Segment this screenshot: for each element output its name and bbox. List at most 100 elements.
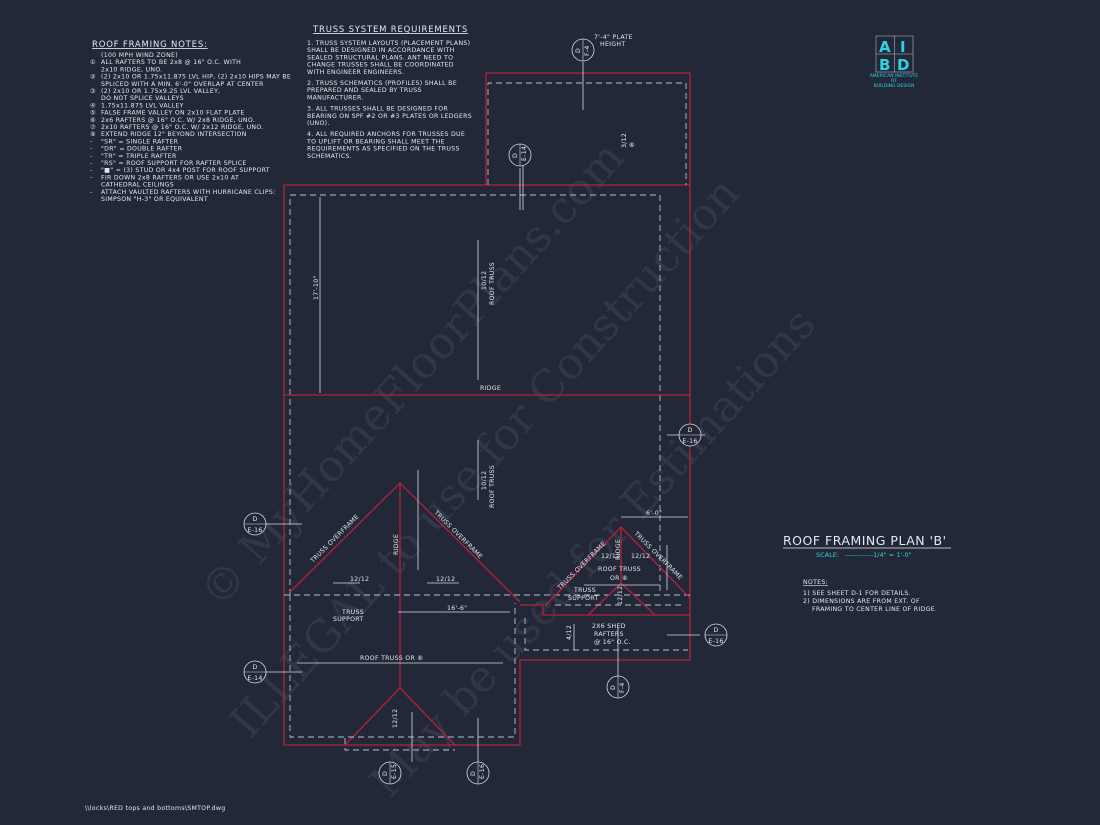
requirement-line: BEARING ON SPF #2 OR #3 PLATES OR LEDGER…	[307, 113, 472, 120]
svg-text:6'-0": 6'-0"	[646, 510, 662, 517]
note-line: "SR" = SINGLE RAFTER	[101, 138, 179, 145]
requirement-line: TO UPLIFT OR BEARING SHALL MEET THE	[306, 138, 445, 145]
svg-text:12/12: 12/12	[436, 576, 455, 583]
plan-title: ROOF FRAMING PLAN 'B'	[783, 533, 947, 548]
svg-text:D: D	[252, 516, 257, 523]
scale-label: SCALE:	[816, 551, 839, 559]
note-marker: ③	[90, 88, 96, 95]
svg-text:D: D	[897, 56, 909, 74]
note-line: 1.75x11.875 LVL VALLEY	[101, 102, 184, 109]
note-line: ALL RAFTERS TO BE 2x8 @ 16" O.C. WITH	[101, 58, 241, 66]
truss-title: TRUSS SYSTEM REQUIREMENTS	[312, 25, 468, 35]
file-path: \\locks\RED tops and bottoms\SMTOP.dwg	[85, 805, 226, 812]
note-line: 2x10 RAFTERS @ 16" O.C. W/ 2x12 RIDGE, U…	[101, 123, 264, 131]
truss-requirements: TRUSS SYSTEM REQUIREMENTS 1. TRUSS SYSTE…	[306, 25, 472, 160]
requirement-line: 4. ALL REQUIRED ANCHORS FOR TRUSSES DUE	[307, 131, 465, 138]
svg-text:NOTES:: NOTES:	[803, 579, 828, 586]
note-line: "TR" = TRIPLE RAFTER	[101, 153, 177, 160]
note-marker: -	[90, 146, 93, 153]
svg-text:16'-6": 16'-6"	[447, 605, 467, 612]
requirement-line: CHANGE TRUSSES SHALL BE COORDINATED	[307, 62, 454, 69]
section-marker: DE-14	[243, 660, 267, 684]
note-line: 2x10 RIDGE, UNO.	[101, 66, 163, 73]
svg-text:AMERICAN INSTITUTE: AMERICAN INSTITUTE	[870, 73, 919, 79]
note-marker: ①	[90, 59, 96, 66]
roof-truss-label: ROOF TRUSS OR ⑥	[360, 655, 423, 662]
svg-text:F-4: F-4	[584, 45, 591, 56]
requirement-line: SEALED STRUCTURAL PLANS. ANT NEED TO	[307, 54, 453, 61]
svg-text:4/12: 4/12	[566, 625, 573, 640]
svg-text:E-15: E-15	[391, 764, 398, 779]
svg-text:RAFTERS: RAFTERS	[594, 631, 624, 638]
svg-text:3/12: 3/12	[621, 133, 628, 148]
scale-value: ------------1/4" = 1'-0"	[845, 551, 912, 559]
ridge-label: RIDGE	[480, 385, 501, 392]
svg-text:E-14: E-14	[521, 146, 528, 161]
note-marker: -	[90, 189, 93, 196]
svg-text:12/12: 12/12	[631, 553, 650, 560]
section-marker: DE-16	[704, 623, 728, 647]
svg-text:D: D	[512, 153, 519, 158]
svg-text:12/12: 12/12	[350, 576, 369, 583]
svg-text:ROOF TRUSS: ROOF TRUSS	[489, 465, 496, 508]
svg-text:F-4: F-4	[619, 682, 626, 693]
note-marker: ⑤	[90, 110, 96, 117]
note-line: ATTACH VAULTED RAFTERS WITH HURRICANE CL…	[101, 189, 276, 196]
note-marker: ④	[90, 102, 96, 109]
svg-text:D: D	[470, 771, 477, 776]
note-line: "RS" = ROOF SUPPORT FOR RAFTER SPLICE	[101, 160, 247, 167]
note-line: (2) 2x10 OR 1.75x11.875 LVL HIP, (2) 2x1…	[101, 74, 291, 81]
note-line: "■" = (3) STUD OR 4x4 POST FOR ROOF SUPP…	[101, 167, 270, 174]
requirement-line: 1. TRUSS SYSTEM LAYOUTS (PLACEMENT PLANS…	[307, 40, 470, 47]
note-line: SPLICED WITH A MIN. 6'-0" OVERLAP AT CEN…	[101, 81, 264, 88]
svg-text:RIDGE: RIDGE	[393, 534, 400, 555]
svg-text:TRUSS: TRUSS	[341, 609, 364, 616]
note-line: CATHEDRAL CEILINGS	[101, 182, 174, 189]
svg-text:ROOF TRUSS: ROOF TRUSS	[489, 262, 496, 305]
svg-text:@ 16" O.C.: @ 16" O.C.	[594, 638, 631, 646]
section-marker: D E-16	[243, 512, 267, 536]
svg-text:D: D	[713, 627, 718, 634]
note-line: EXTEND RIDGE 12" BEYOND INTERSECTION	[101, 131, 247, 138]
note-line: FALSE FRAME VALLEY ON 2x10 FLAT PLATE	[101, 110, 245, 117]
svg-text:RIDGE: RIDGE	[615, 539, 622, 560]
svg-text:ROOF TRUSS: ROOF TRUSS	[598, 566, 641, 573]
svg-text:17'-10": 17'-10"	[313, 275, 320, 300]
note-marker: ⑧	[90, 131, 96, 138]
svg-text:E-16: E-16	[479, 764, 486, 779]
roof-framing-notes: ROOF FRAMING NOTES: (100 MPH WIND ZONE)①…	[90, 40, 291, 203]
shed-rafters-label: 2X6 SHED	[592, 623, 626, 630]
title-block: ROOF FRAMING PLAN 'B' SCALE: -----------…	[783, 533, 951, 613]
roof-plan	[264, 62, 705, 762]
note-marker: -	[90, 167, 93, 174]
svg-text:E-16: E-16	[247, 527, 262, 534]
requirement-line: REQUIREMENTS AS SPECIFIED ON THE TRUSS	[307, 146, 460, 153]
note-marker: -	[90, 160, 93, 167]
svg-text:A: A	[879, 38, 891, 56]
svg-text:OR ⑥: OR ⑥	[610, 575, 628, 582]
svg-text:SUPPORT: SUPPORT	[333, 616, 364, 623]
svg-text:12/12: 12/12	[617, 586, 624, 605]
note-line: DO NOT SPLICE VALLEYS	[101, 95, 184, 102]
svg-text:E-16: E-16	[682, 438, 697, 445]
requirement-line: SHALL BE DESIGNED IN ACCORDANCE WITH	[307, 47, 455, 54]
svg-text:OF: OF	[891, 78, 898, 84]
note-line: (2) 2x10 OR 1.75x9.25 LVL VALLEY,	[101, 88, 220, 95]
note-marker: ②	[90, 74, 96, 81]
note-marker: ⑥	[90, 117, 96, 124]
svg-text:TRUSS: TRUSS	[573, 587, 596, 594]
requirement-line: WITH ENGINEER ENGINEERS.	[307, 69, 404, 76]
plate-height-label: 7'-4" PLATE	[594, 34, 633, 41]
requirement-line: (UNO).	[307, 120, 330, 127]
svg-text:D: D	[575, 48, 582, 53]
requirement-line: PREPARED AND SEALED BY TRUSS	[307, 87, 422, 94]
svg-text:D: D	[252, 664, 257, 671]
svg-text:D: D	[610, 685, 617, 690]
note-line: (100 MPH WIND ZONE)	[101, 52, 178, 59]
